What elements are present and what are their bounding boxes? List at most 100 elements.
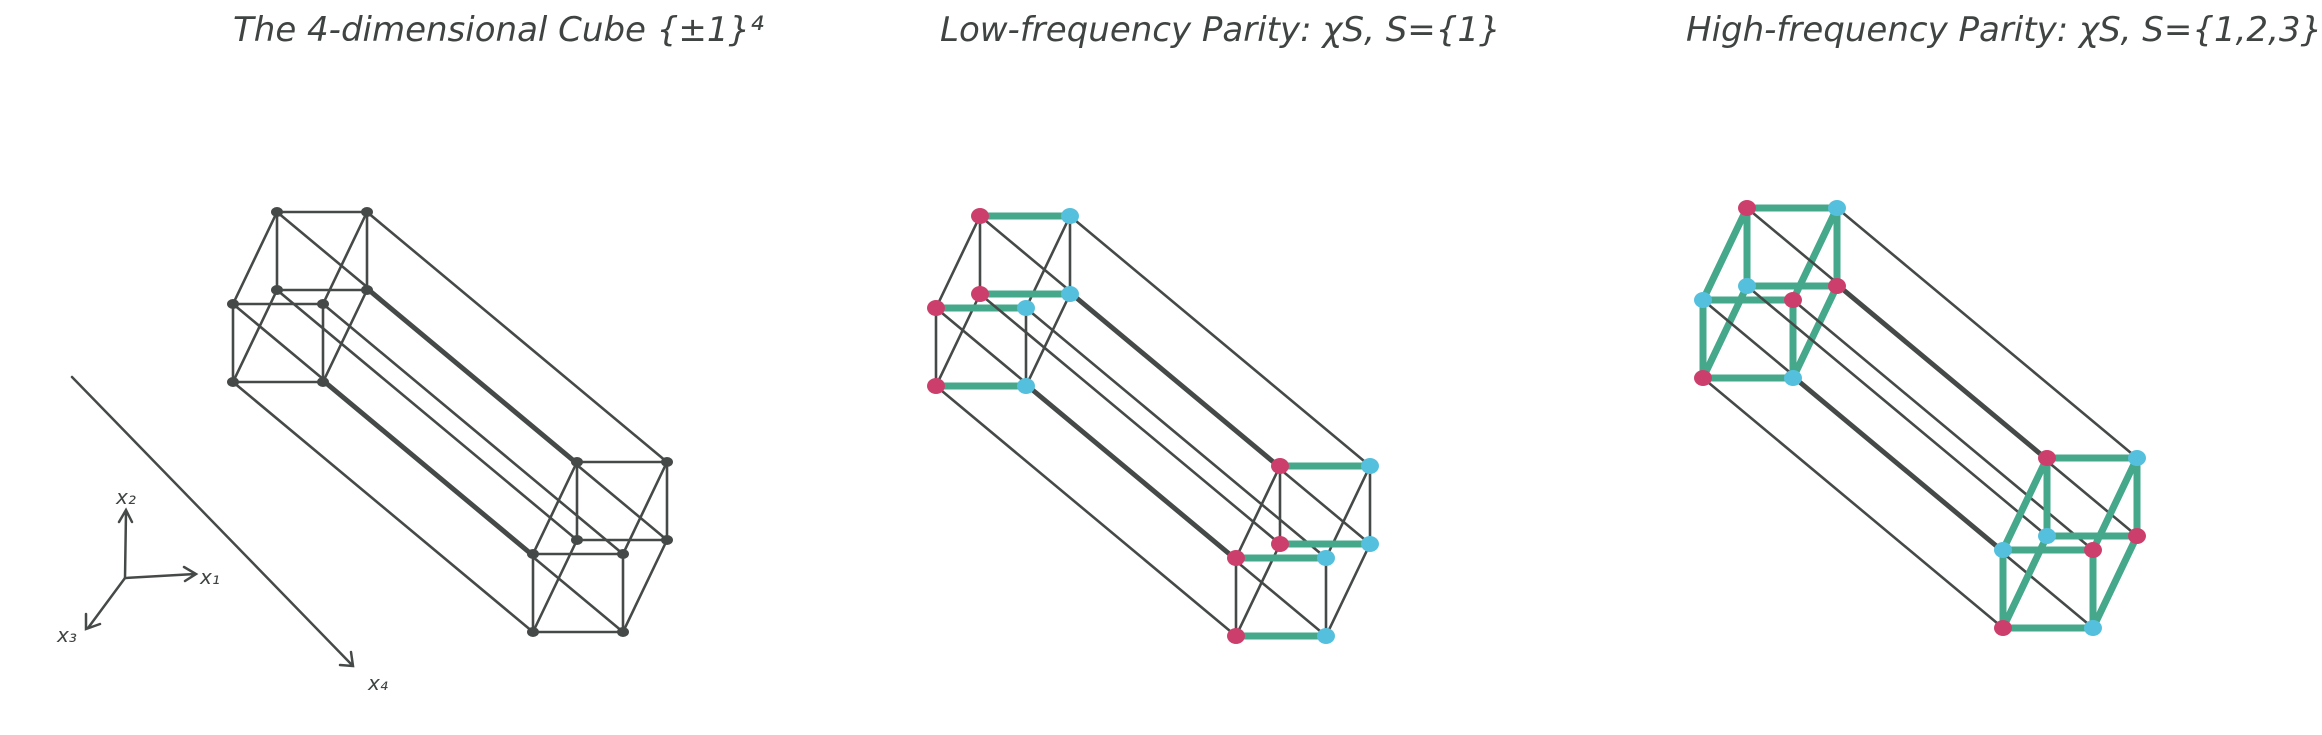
panel-low-frequency-parity: [927, 208, 1379, 644]
panel-high-frequency-parity: [1694, 200, 2146, 636]
vertex: [571, 535, 583, 545]
edge-x4: [275, 210, 579, 464]
highlighted-edge-x3: [2089, 532, 2141, 632]
edge-x4: [1791, 376, 2095, 630]
edge-x3: [1324, 542, 1372, 638]
edge-x4: [1745, 284, 2049, 538]
vertex-positive: [2128, 450, 2146, 466]
edge-x4: [1068, 214, 1372, 468]
x2-axis-arrow: [117, 507, 134, 580]
edge-x4: [978, 214, 1282, 468]
vertex: [361, 285, 373, 295]
vertex: [317, 377, 329, 387]
title-cube: The 4-dimensional Cube {±1}⁴: [233, 10, 764, 50]
vertex: [661, 535, 673, 545]
x3-axis-arrow: [84, 576, 127, 631]
edge-x3: [934, 214, 982, 310]
panel-plain-hypercube: [227, 207, 673, 637]
edge-x4: [978, 292, 1282, 546]
vertex-positive: [1784, 370, 1802, 386]
edge-x3: [1024, 292, 1072, 388]
vertex-positive: [1738, 278, 1756, 294]
vertex: [271, 285, 283, 295]
vertex-positive: [1317, 550, 1335, 566]
vertex-positive: [1317, 628, 1335, 644]
edge-x4: [1791, 298, 2095, 552]
vertex: [617, 627, 629, 637]
x4-axis-label: x₄: [367, 671, 388, 695]
edge-x4: [321, 302, 625, 556]
vertex: [527, 627, 539, 637]
vertex-positive: [1828, 200, 1846, 216]
edge-x3: [231, 288, 279, 384]
vertex: [361, 207, 373, 217]
vertex-negative: [1694, 370, 1712, 386]
vertex-positive: [2038, 528, 2056, 544]
edge-x4: [1068, 292, 1372, 546]
vertex-negative: [1828, 278, 1846, 294]
vertex-negative: [1271, 458, 1289, 474]
x2-axis-label: x₂: [115, 485, 136, 509]
vertex-negative: [927, 300, 945, 316]
highlighted-edge-x3: [1699, 204, 1751, 304]
axes-key: [70, 375, 355, 668]
vertex: [227, 377, 239, 387]
edge-x4: [1701, 376, 2005, 630]
edge-x4: [1835, 284, 2139, 538]
edge-x3: [321, 288, 369, 384]
x4-axis-arrow: [70, 375, 355, 668]
edge-x4: [365, 288, 669, 542]
edge-x4: [231, 380, 535, 634]
vertex-negative: [2038, 450, 2056, 466]
edge-x4: [934, 384, 1238, 638]
edge-x3: [531, 538, 579, 634]
edge-x4: [934, 306, 1238, 560]
edge-x3: [321, 210, 369, 306]
vertex-negative: [1738, 200, 1756, 216]
vertex-positive: [1017, 378, 1035, 394]
vertex-negative: [2128, 528, 2146, 544]
edge-x4: [365, 210, 669, 464]
edge-x4: [1745, 206, 2049, 460]
highlighted-edge-x3: [1999, 454, 2051, 554]
edge-x4: [1835, 206, 2139, 460]
edge-x4: [1024, 306, 1328, 560]
vertex-positive: [1017, 300, 1035, 316]
vertex: [227, 299, 239, 309]
edge-x3: [621, 460, 669, 556]
vertex: [527, 549, 539, 559]
edge-x3: [621, 538, 669, 634]
vertex-negative: [1227, 628, 1245, 644]
highlighted-edge-x3: [1789, 282, 1841, 382]
vertex: [617, 549, 629, 559]
vertex-negative: [2084, 542, 2102, 558]
vertex-negative: [1994, 620, 2012, 636]
edge-x4: [1024, 384, 1328, 638]
vertex-positive: [1694, 292, 1712, 308]
edge-x3: [531, 460, 579, 556]
vertex-positive: [2084, 620, 2102, 636]
edge-x4: [231, 302, 535, 556]
edge-x3: [1234, 464, 1282, 560]
title-high-frequency-parity: High-frequency Parity: χS, S={1,2,3}: [1686, 10, 2322, 50]
vertex-negative: [1227, 550, 1245, 566]
vertex: [317, 299, 329, 309]
edge-x4: [1701, 298, 2005, 552]
x3-axis-label: x₃: [56, 623, 77, 647]
vertex: [571, 457, 583, 467]
vertex: [661, 457, 673, 467]
vertex-positive: [1061, 286, 1079, 302]
vertex-negative: [971, 208, 989, 224]
vertex-negative: [1784, 292, 1802, 308]
vertex-negative: [971, 286, 989, 302]
vertex-positive: [1994, 542, 2012, 558]
vertex-positive: [1361, 458, 1379, 474]
x1-axis-arrow: [123, 565, 199, 583]
vertex: [271, 207, 283, 217]
vertex-positive: [1061, 208, 1079, 224]
vertex-positive: [1361, 536, 1379, 552]
edge-x3: [231, 210, 279, 306]
x1-axis-label: x₁: [199, 565, 220, 589]
vertex-negative: [1271, 536, 1289, 552]
edge-x4: [275, 288, 579, 542]
